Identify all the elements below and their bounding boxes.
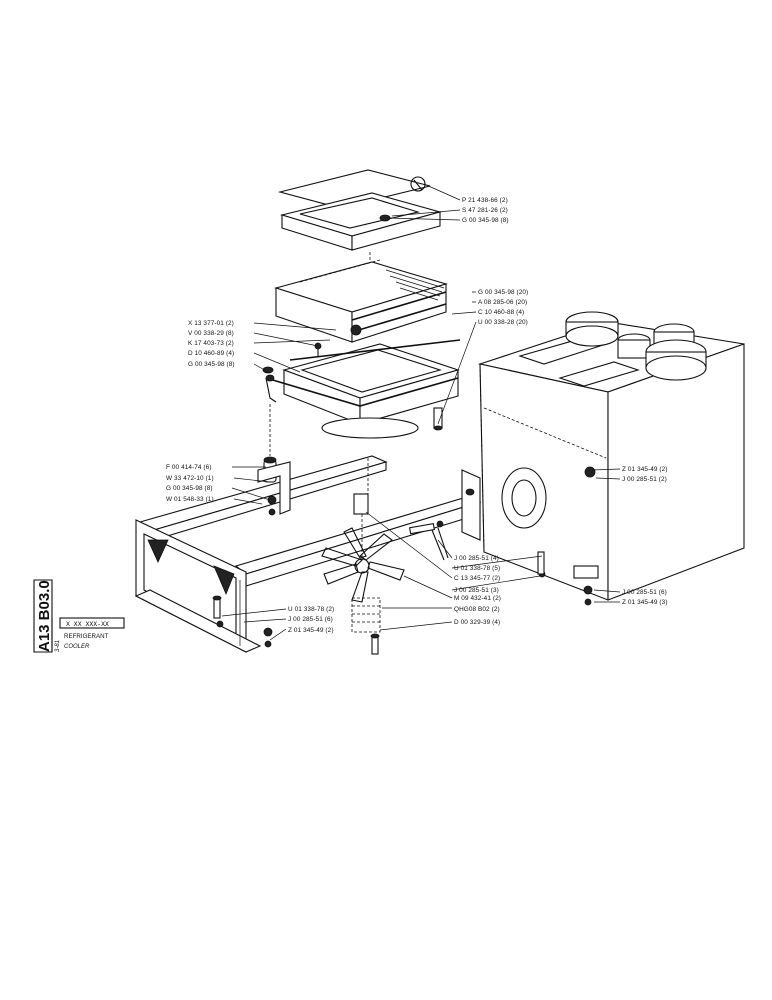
callout-label: Z 01 345-49 (2) xyxy=(622,466,668,473)
callouts-left-upper: X 13 377-01 (2) V 00 338-29 (8) K 17 403… xyxy=(188,320,235,368)
callout-label: P 21 438-66 (2) xyxy=(462,197,508,204)
callout-label: G 00 345-98 (8) xyxy=(462,217,509,224)
callouts-right-upper: G 00 345-98 (20) A 08 285-06 (20) C 10 4… xyxy=(478,289,528,326)
callout-label: J 00 285-51 (3) xyxy=(454,587,499,594)
callout-label: W 33 472-10 (1) xyxy=(166,475,214,482)
callout-label: F 00 414-74 (6) xyxy=(166,464,212,471)
callout-label: C 13 345-77 (2) xyxy=(454,575,500,582)
callouts-left-middle: F 00 414-74 (6) W 33 472-10 (1) G 00 345… xyxy=(166,464,214,503)
callout-label: W 01 548-33 (1) xyxy=(166,496,214,503)
callout-label: G 00 345-98 (8) xyxy=(188,361,235,368)
callout-label: Z 01 345-49 (2) xyxy=(288,627,334,634)
sheet-code: A13 B03.0 xyxy=(36,580,53,652)
callout-label: S 47 281-26 (2) xyxy=(462,207,508,214)
top-cover-frame xyxy=(277,169,443,268)
hydraulic-tank xyxy=(477,311,745,606)
subtitle-cooler: COOLER xyxy=(64,644,90,650)
leader-lines xyxy=(221,183,621,641)
title-block: A13 B03.0 3-81 X XX XXX-XX REFRIGERANT C… xyxy=(33,579,125,653)
callouts-bottom-left: U 01 338-78 (2) J 00 285-51 (6) Z 01 345… xyxy=(288,606,334,634)
callout-label: X 13 377-01 (2) xyxy=(188,320,234,327)
callout-label: D 10 460-89 (4) xyxy=(188,350,234,357)
callout-label: C 10 460-88 (4) xyxy=(478,309,524,316)
callout-label: J 00 285-51 (6) xyxy=(622,589,667,596)
callout-label: A 08 285-06 (20) xyxy=(478,299,527,306)
center-bolts xyxy=(408,520,449,561)
callout-label: J 00 285-51 (2) xyxy=(622,476,667,483)
callout-label: U 01 338-78 (5) xyxy=(454,565,500,572)
callouts-bottom-right: J 00 285-51 (6) Z 01 345-49 (3) xyxy=(622,589,668,606)
callout-label: J 00 285-51 (4) xyxy=(454,555,499,562)
title-refrigerant: REFRIGERANT xyxy=(64,633,109,640)
callout-label: M 09 432-41 (2) xyxy=(454,595,501,602)
fan-shroud xyxy=(262,339,461,439)
fan-blade xyxy=(321,493,405,655)
issue-mark: 3-81 xyxy=(55,640,61,652)
isolator-bracket xyxy=(257,374,291,516)
mounting-frame xyxy=(134,455,482,653)
callout-label: J 00 285-51 (6) xyxy=(288,616,333,623)
callout-label: D 00 329-39 (4) xyxy=(454,619,500,626)
callout-label: QHG08 B02 (2) xyxy=(454,606,500,613)
callout-label: U 01 338-78 (2) xyxy=(288,606,334,613)
part-code-box: X XX XXX-XX xyxy=(66,621,109,628)
callouts-center: J 00 285-51 (4) U 01 338-78 (5) C 13 345… xyxy=(454,555,501,626)
bottom-left-fasteners xyxy=(212,595,273,648)
callouts-tank: Z 01 345-49 (2) J 00 285-51 (2) xyxy=(622,466,668,483)
callout-label: Z 01 345-49 (3) xyxy=(622,599,668,606)
callout-label: U 00 338-28 (20) xyxy=(478,319,528,326)
callout-label: G 00 345-98 (20) xyxy=(478,289,528,296)
callout-label: K 17 403-73 (2) xyxy=(188,340,234,347)
callout-label: V 00 338-29 (8) xyxy=(188,330,234,337)
radiator-core xyxy=(274,259,448,356)
callouts-top: P 21 438-66 (2) S 47 281-26 (2) G 00 345… xyxy=(462,197,509,224)
callout-label: G 00 345-98 (8) xyxy=(166,485,213,492)
